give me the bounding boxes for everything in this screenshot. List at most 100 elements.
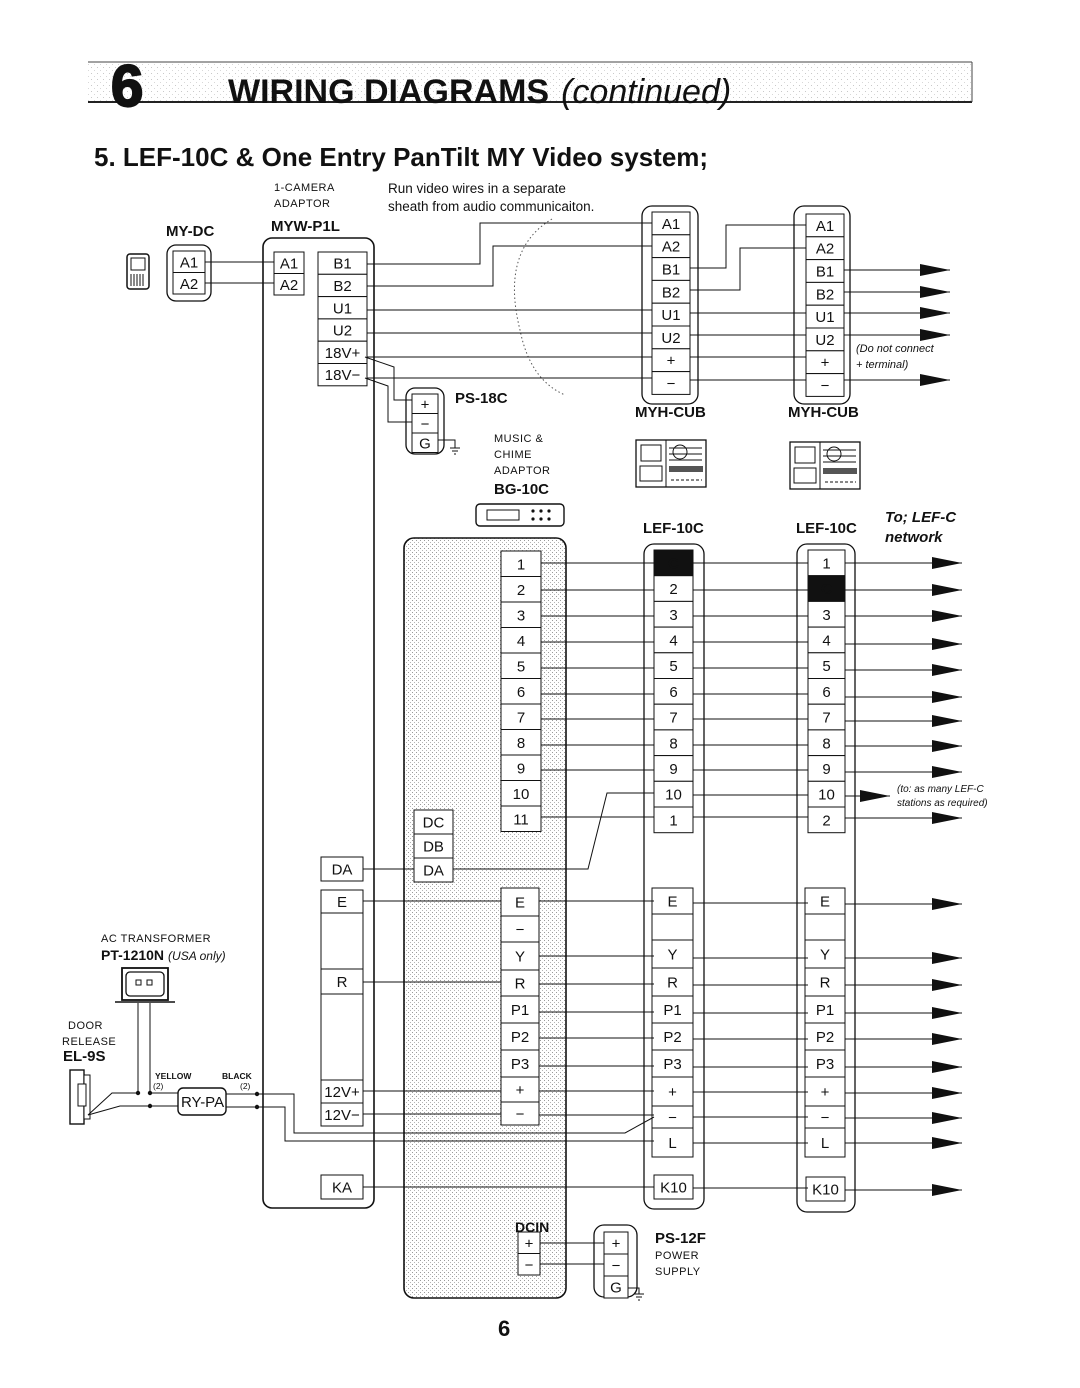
bg-10c-label: BG-10C bbox=[494, 481, 549, 498]
terminal-box bbox=[653, 780, 694, 808]
terminal-label: L bbox=[821, 1135, 829, 1152]
ps-12f-terminals: +−G bbox=[603, 1231, 629, 1299]
terminal-label: Y bbox=[820, 947, 830, 964]
terminal-box bbox=[500, 576, 542, 603]
terminal-label: 8 bbox=[822, 735, 830, 752]
terminal-label: + bbox=[421, 396, 430, 413]
terminal-box bbox=[807, 652, 846, 679]
terminal-label: A1 bbox=[280, 255, 298, 272]
terminal-label: + bbox=[668, 1084, 677, 1101]
terminal-box bbox=[807, 703, 846, 731]
section-title-suffix: (continued) bbox=[561, 73, 731, 111]
terminal-label: R bbox=[337, 974, 348, 991]
ry-pa-label: RY-PA bbox=[181, 1094, 224, 1111]
section-title: WIRING DIAGRAMS(continued) bbox=[228, 73, 731, 111]
terminal-label: − bbox=[516, 922, 525, 939]
terminal-label: P2 bbox=[511, 1029, 529, 1046]
myw-p1l-label: MYW-P1L bbox=[271, 218, 340, 235]
terminal-label: E bbox=[820, 894, 830, 911]
pt-name: PT-1210N bbox=[101, 947, 164, 963]
terminal-label: 7 bbox=[669, 710, 677, 727]
terminal-box bbox=[413, 857, 454, 883]
terminal-box bbox=[500, 887, 540, 917]
terminal-box bbox=[651, 887, 694, 915]
wires bbox=[87, 222, 962, 1294]
bg-caption-1: MUSIC & bbox=[494, 433, 544, 445]
terminal-label: 9 bbox=[669, 761, 677, 778]
terminal-box bbox=[500, 780, 542, 807]
terminal-label: DA bbox=[332, 862, 353, 879]
terminal-label: U1 bbox=[333, 300, 352, 317]
terminal-box bbox=[320, 1174, 364, 1200]
myw-caption-2: ADAPTOR bbox=[274, 198, 330, 210]
terminal-label: 5 bbox=[669, 658, 677, 675]
terminal-box bbox=[807, 678, 846, 705]
myh-cub-1-label: MYH-CUB bbox=[635, 404, 706, 421]
bg-10c-device-icon bbox=[475, 503, 565, 527]
ps-12f-caption-2: SUPPLY bbox=[655, 1266, 701, 1278]
terminal-label: − bbox=[668, 1110, 677, 1127]
terminal-box bbox=[804, 967, 846, 997]
pt-note: (USA only) bbox=[168, 949, 226, 963]
terminal-box bbox=[804, 939, 846, 969]
terminal-label: 4 bbox=[517, 633, 525, 650]
section-header: 6 WIRING DIAGRAMS(continued) bbox=[88, 53, 973, 120]
terminal-label: P1 bbox=[663, 1002, 681, 1019]
ps-12f-label: PS-12F bbox=[655, 1230, 706, 1247]
terminal-box bbox=[320, 912, 364, 970]
lef-10c-b-label: LEF-10C bbox=[796, 520, 857, 537]
terminal-label: + bbox=[612, 1236, 621, 1253]
terminal-box bbox=[653, 1174, 694, 1200]
terminal-box bbox=[653, 549, 694, 577]
terminal-label: − bbox=[821, 1110, 830, 1127]
camera-unit-icon bbox=[126, 253, 150, 290]
terminal-label: P1 bbox=[816, 1002, 834, 1019]
terminal-label: B1 bbox=[333, 256, 351, 273]
terminal-label: 8 bbox=[517, 735, 525, 752]
terminal-box bbox=[500, 601, 542, 628]
el-caption-1: DOOR bbox=[68, 1020, 103, 1032]
terminal-label: U2 bbox=[333, 323, 352, 340]
terminal-label: A2 bbox=[180, 276, 198, 293]
pt-caption: AC TRANSFORMER bbox=[101, 933, 211, 945]
terminal-label: KA bbox=[332, 1180, 352, 1197]
terminal-box bbox=[413, 833, 454, 859]
terminal-label: A1 bbox=[662, 216, 680, 233]
terminal-label: 3 bbox=[822, 607, 830, 624]
terminal-label: DC bbox=[423, 815, 445, 832]
terminal-box bbox=[653, 703, 694, 731]
terminal-box bbox=[500, 995, 540, 1024]
terminal-box bbox=[651, 1076, 694, 1107]
terminal-label: 18V+ bbox=[325, 345, 361, 362]
terminal-label: A2 bbox=[816, 241, 834, 258]
do-not-connect-note-1: (Do not connect bbox=[856, 343, 935, 355]
terminal-box bbox=[653, 755, 694, 782]
ps-12f-caption-1: POWER bbox=[655, 1250, 699, 1262]
terminal-label: 6 bbox=[822, 684, 830, 701]
terminal-label: 12V− bbox=[324, 1107, 360, 1124]
terminal-box bbox=[651, 939, 694, 969]
terminal-box bbox=[653, 806, 694, 834]
terminal-label: B1 bbox=[816, 264, 834, 281]
terminal-label: 5 bbox=[517, 658, 525, 675]
door-release-icon bbox=[69, 1069, 91, 1125]
terminal-label: 10 bbox=[665, 787, 682, 804]
terminal-label: − bbox=[525, 1257, 534, 1274]
terminal-label: 1 bbox=[669, 812, 677, 829]
terminal-label: C bbox=[668, 555, 679, 572]
lef-10c-a-label: LEF-10C bbox=[643, 520, 704, 537]
terminal-label: + bbox=[516, 1082, 525, 1099]
terminal-box bbox=[651, 1049, 694, 1078]
terminal-box bbox=[807, 626, 846, 654]
terminal-label: E bbox=[667, 894, 677, 911]
terminal-label: P2 bbox=[663, 1029, 681, 1046]
el-9s-label: EL-9S bbox=[63, 1048, 106, 1065]
terminal-label: Y bbox=[667, 947, 677, 964]
terminal-box bbox=[653, 729, 694, 757]
terminal-label: + bbox=[821, 355, 830, 372]
terminal-label: R bbox=[667, 975, 678, 992]
terminal-label: + bbox=[821, 1084, 830, 1101]
